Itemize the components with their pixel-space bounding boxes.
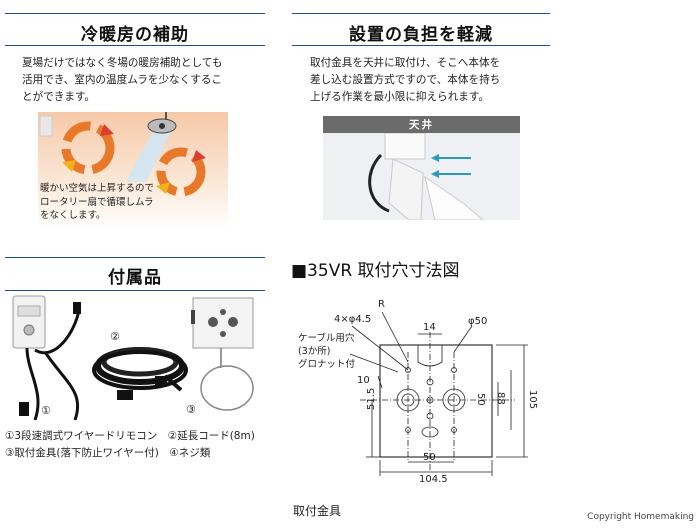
install-text-line-1: 取付金具を天井に取付け、そこへ本体を (310, 57, 501, 69)
heating-caption-line-1: 暖かい空気は上昇するので (40, 183, 155, 194)
heating-caption-line-2: ロータリー扇で循環しムラ (40, 196, 154, 208)
section-rule-accessories-bottom (5, 290, 265, 291)
section-rule-heating-top (5, 13, 265, 14)
accessory-number-1: ① (41, 404, 51, 417)
dim-label-r: R (378, 299, 385, 310)
install-text-line-3: 上げる作業を最小限に抑えられます。 (310, 91, 490, 103)
section-rule-heating-bottom (5, 45, 265, 46)
heading-install: 設置の負担を軽減 (349, 25, 493, 45)
accessory-number-3: ③ (186, 403, 196, 416)
dim-label-holes: 4×φ4.5 (334, 314, 372, 325)
ceiling-bar (323, 116, 520, 133)
circulation-arrow-left-icon (61, 121, 115, 175)
heading-dimensions: ■35VR 取付穴寸法図 (291, 261, 460, 281)
accessories-caption-line-1: ①3段速調式ワイヤードリモコン ②延長コード(8m) (5, 430, 255, 442)
dimension-footer-label: 取付金具 (293, 504, 342, 518)
dim-label-cable-hole: ケーブル用穴 (3か所) グロナット付 (298, 332, 355, 371)
install-description: 取付金具を天井に取付け、そこへ本体を 差し込む設置方式ですので、本体を持ち 上げ… (310, 55, 560, 106)
ceiling-label: 天井 (409, 119, 434, 131)
ceiling-fan-icon (147, 112, 177, 134)
dim-label-10: 10 (357, 375, 370, 386)
dim-label-50-vertical: 50 (475, 393, 486, 406)
mounting-bracket-icon (191, 297, 254, 411)
copyright-notice: Copyright Homemaking (587, 512, 694, 522)
circulation-arrow-right-icon (156, 147, 206, 197)
dim-label-50-horizontal: 50 (423, 452, 436, 463)
install-photo: 天井 (323, 116, 520, 220)
dim-label-88: 88 (495, 392, 506, 405)
heating-text-line-3: とができます。 (22, 91, 96, 103)
dim-label-51-5: 51.5 (366, 387, 377, 410)
install-text-line-2: 差し込む設置方式ですので、本体を持ち (310, 74, 501, 86)
remote-control-icon (12, 295, 46, 349)
heating-image-caption: 暖かい空気は上昇するので ロータリー扇で循環しムラ をなくします。 (40, 182, 154, 223)
cable-hole-line-1: ケーブル用穴 (298, 333, 355, 344)
accessories-caption-line-2: ③取付金具(落下防止ワイヤー付) ④ネジ類 (5, 447, 211, 459)
heating-description: 夏場だけではなく冬場の暖房補助としても 活用でき、室内の温度ムラを少なくするこ … (22, 55, 272, 106)
accessories-photo: ① ② ③ (5, 292, 270, 426)
insert-arrow-icon-1 (431, 154, 471, 162)
heading-accessories: 付属品 (108, 268, 162, 288)
cable-hole-line-2: (3か所) (298, 346, 331, 357)
heading-heating: 冷暖房の補助 (81, 25, 189, 45)
section-rule-accessories-top (5, 257, 265, 258)
dim-label-105: 105 (527, 390, 538, 410)
section-rule-install-bottom (292, 45, 550, 46)
heating-text-line-2: 活用でき、室内の温度ムラを少なくするこ (22, 74, 223, 86)
cable-hole-line-3: グロナット付 (298, 359, 356, 370)
heating-illustration: 暖かい空気は上昇するので ロータリー扇で循環しムラ をなくします。 (38, 112, 228, 230)
accessory-number-2: ② (110, 330, 120, 343)
accessories-captions: ①3段速調式ワイヤードリモコン ②延長コード(8m) ③取付金具(落下防止ワイヤ… (5, 428, 255, 462)
section-rule-install-top (292, 13, 550, 14)
extension-cord-icon (92, 347, 188, 400)
dimension-drawing: R 4×φ4.5 14 φ50 ケーブル用穴 (3か所) グロナット付 10 5… (290, 292, 560, 488)
dim-label-14: 14 (423, 322, 436, 333)
dim-label-phi50: φ50 (468, 316, 488, 327)
heating-caption-line-3: をなくします。 (40, 210, 106, 221)
insert-arrow-icon-2 (431, 170, 471, 178)
dim-label-104-5: 104.5 (419, 474, 448, 485)
heating-text-line-1: 夏場だけではなく冬場の暖房補助としても (22, 57, 223, 69)
